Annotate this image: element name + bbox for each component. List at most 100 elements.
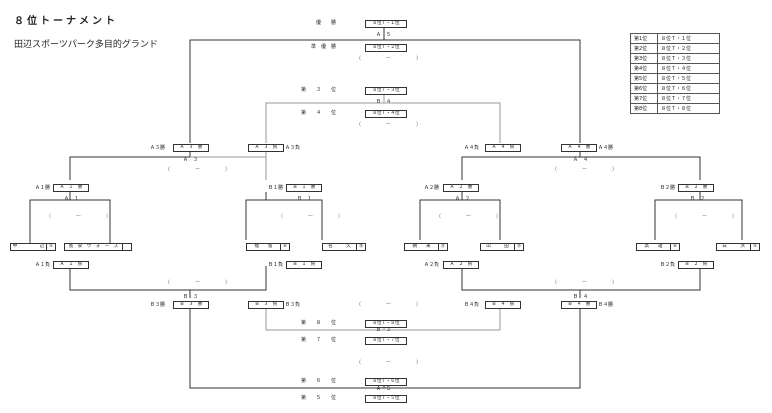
score-b2: （ ー ） (672, 214, 738, 220)
result-box-2nd: ８位Ｔ・２位 (365, 44, 407, 52)
result-box-5th: ８位Ｔ・５位 (365, 395, 407, 403)
box-b2-win: Ｂ ２ 勝 (678, 184, 714, 192)
game-a1: Ａ １ (64, 196, 80, 202)
ranking-place: 第8位 (630, 103, 658, 114)
label-4th: 第 ４ 位 (300, 110, 336, 116)
box-b3-lose: Ｂ ３ 負 (248, 301, 284, 309)
label-b4-win: Ｂ４勝 (598, 302, 614, 308)
ranking-value: ８位Ｔ・１位 (657, 33, 720, 44)
venue-name: 田辺スポーツパーク多目的グランド (14, 40, 158, 50)
score-a1: （ ー ） (46, 214, 112, 220)
result-box-1st: ８位Ｔ・１位 (365, 20, 407, 28)
score-7th: （ ー ） (356, 360, 422, 366)
label-1st: 優 勝 (315, 20, 336, 26)
score-b3: （ ー ） (165, 280, 231, 286)
ranking-value: ８位Ｔ・２位 (657, 43, 720, 54)
label-a1-win: Ａ１勝 (35, 185, 51, 191)
game-b2: Ｂ ２ (690, 196, 706, 202)
label-3rd: 第 ３ 位 (300, 87, 336, 93)
box-a2-lose: Ａ ２ 負 (443, 261, 479, 269)
label-b3-win: Ｂ３勝 (150, 302, 166, 308)
result-box-6th: ８位Ｔ・６位 (365, 378, 407, 386)
label-2nd: 準 優 勝 (310, 44, 336, 50)
box-b4-lose: Ｂ ４ 負 (485, 301, 521, 309)
box-b3-win: Ｂ ３ 勝 (173, 301, 209, 309)
ranking-place: 第2位 (630, 43, 658, 54)
box-a3-win: Ａ ３ 勝 (173, 144, 209, 152)
label-b2-win: Ｂ２勝 (660, 185, 676, 191)
ranking-value: ８位Ｔ・６位 (657, 83, 720, 94)
box-b1-lose: Ｂ １ 負 (286, 261, 322, 269)
game-b3: Ｂ ３ (376, 327, 392, 333)
game-a2: Ａ ２ (455, 196, 471, 202)
page-title: ８位トーナメント (14, 16, 118, 27)
result-box-8th: ８位Ｔ・８位 (365, 320, 407, 328)
score-3rd: （ ー ） (356, 122, 422, 128)
score-b4: （ ー ） (552, 280, 618, 286)
score-b1: （ ー ） (278, 214, 344, 220)
box-a2-win: Ａ ２ 勝 (443, 184, 479, 192)
score-a2: （ ー ） (436, 214, 502, 220)
box-b1-win: Ｂ １ 勝 (286, 184, 322, 192)
ranking-value: ８位Ｔ・７位 (657, 93, 720, 104)
label-a3-win: Ａ３勝 (150, 145, 166, 151)
game-b4-label: Ｂ ４ (573, 294, 589, 300)
ranking-value: ８位Ｔ・４位 (657, 63, 720, 74)
ranking-place: 第3位 (630, 53, 658, 64)
ranking-place: 第7位 (630, 93, 658, 104)
ranking-value: ８位Ｔ・５位 (657, 73, 720, 84)
label-b2-lose: Ｂ２負 (660, 262, 676, 268)
label-a1-lose: Ａ１負 (35, 262, 51, 268)
box-a1-win: Ａ １ 勝 (53, 184, 89, 192)
team-box-2: 長 泉 ウ ォ ー ズ (64, 243, 132, 251)
ranking-value: ８位Ｔ・３位 (657, 53, 720, 64)
box-b2-lose: Ｂ ２ 負 (678, 261, 714, 269)
label-a2-lose: Ａ２負 (424, 262, 440, 268)
game-a5-bottom: Ａ ５ (376, 386, 392, 392)
game-a5-top: Ａ ５ (376, 32, 392, 38)
label-7th: 第 ７ 位 (300, 337, 336, 343)
label-a4-lose: Ａ４負 (464, 145, 480, 151)
label-b1-lose: Ｂ１負 (268, 262, 284, 268)
label-5th: 第 ５ 位 (300, 395, 336, 401)
game-b4: Ｂ ４ (376, 99, 392, 105)
box-b4-win: Ｂ ４ 勝 (561, 301, 597, 309)
label-b4-lose: Ｂ４負 (464, 302, 480, 308)
box-a3-lose: Ａ ３ 負 (248, 144, 284, 152)
game-a4: Ａ ４ (573, 157, 589, 163)
ranking-value: ８位Ｔ・８位 (657, 103, 720, 114)
ranking-place: 第4位 (630, 63, 658, 74)
score-a3: （ ー ） (165, 167, 231, 173)
score-7th-8th: （ ー ） (356, 302, 422, 308)
game-b1: Ｂ １ (297, 196, 313, 202)
game-b3-label: Ｂ ３ (183, 294, 199, 300)
result-box-3rd: ８位Ｔ・３位 (365, 87, 407, 95)
label-b1-win: Ｂ１勝 (268, 185, 284, 191)
score-final: （ ー ） (356, 56, 422, 62)
label-8th: 第 ８ 位 (300, 320, 336, 326)
label-a4-win: Ａ４勝 (598, 145, 614, 151)
ranking-place: 第5位 (630, 73, 658, 84)
label-a2-win: Ａ２勝 (424, 185, 440, 191)
result-box-4th: ８位Ｔ・４位 (365, 110, 407, 118)
label-a3-lose: Ａ３負 (285, 145, 301, 151)
ranking-place: 第1位 (630, 33, 658, 44)
ranking-place: 第6位 (630, 83, 658, 94)
box-a1-lose: Ａ １ 負 (53, 261, 89, 269)
box-a4-win: Ａ ４ 勝 (561, 144, 597, 152)
score-a4: （ ー ） (552, 167, 618, 173)
